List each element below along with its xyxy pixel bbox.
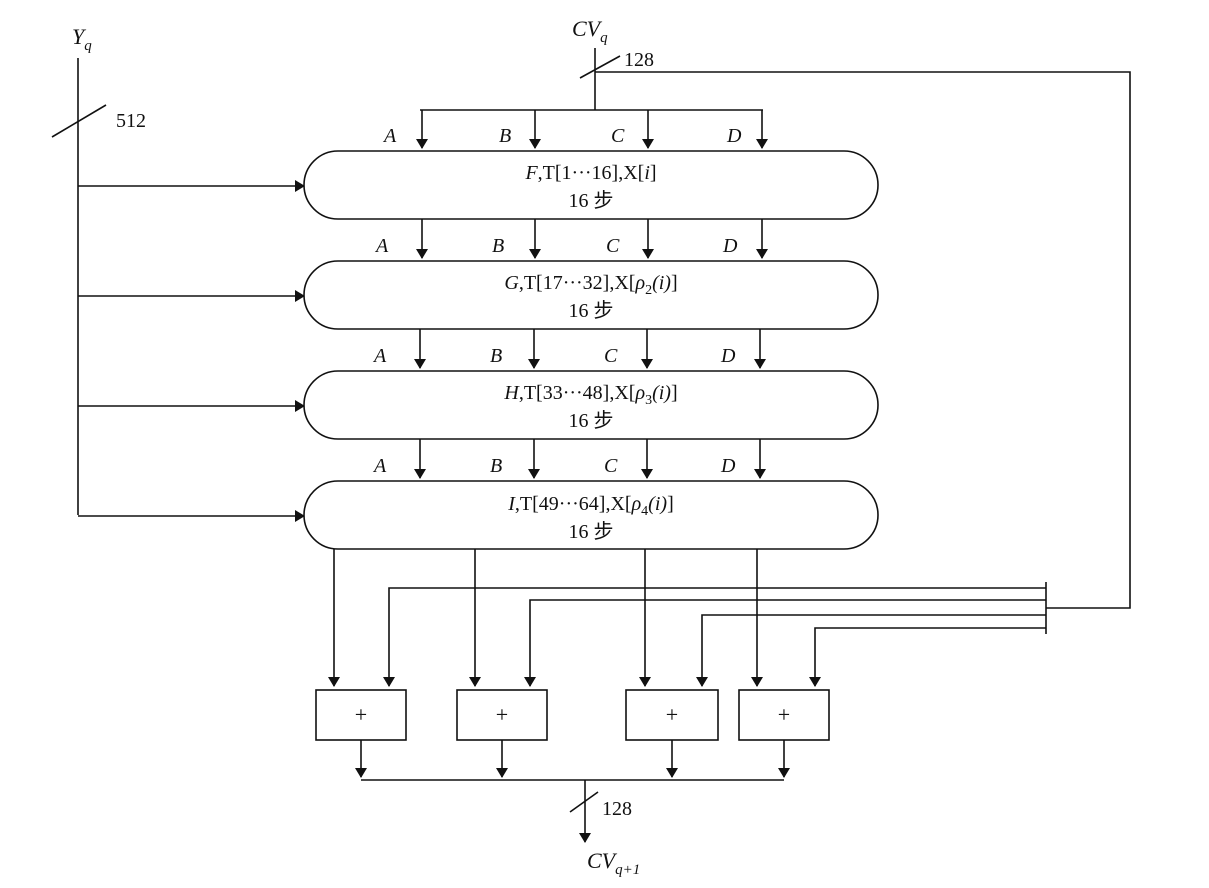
round-4-box [303,480,879,550]
reg-a-label: A [382,125,397,147]
round-4-block: I,T[49···64],X[ρ4(i)] 16 步 [303,480,879,550]
input-yq: Yq 512 [51,24,305,522]
round-1-block: F,T[1···16],X[i] 16 步 [303,150,879,220]
round-3-to-4-arrows [414,439,766,479]
round-1-params: F,T[1···16],X[i] [524,162,656,184]
cv-in-sub: q [600,30,608,46]
register-labels: A B C D A B C D A B C D A B C D [372,125,742,477]
reg-a-label: A [372,345,387,367]
reg-c-label: C [604,455,618,477]
cv-out-bus-slash [569,791,599,813]
round-2-steps: 16 步 [569,299,614,322]
input-bus-slash [51,104,107,138]
adder-1-symbol: + [355,702,367,727]
reg-b-label: B [490,455,502,477]
round-3-params: H,T[33···48],X[ρ3(i)] [503,382,677,408]
adder-output-arrows [355,740,790,781]
cv-in-bits: 128 [624,49,654,71]
svg-text:Yq: Yq [72,24,92,54]
feedforward-lines [383,582,1047,687]
svg-text:CVq: CVq [572,16,608,46]
adder-4-box [738,689,830,741]
cv-in-bus-slash [579,55,621,79]
adder-2-box [456,689,548,741]
input-sub: q [84,38,92,54]
svg-text:CVq+1: CVq+1 [587,848,640,878]
feedback-line [595,71,1131,609]
round-2-to-3-arrows [414,329,766,369]
adder-1: + [315,689,407,741]
reg-c-label: C [606,235,620,257]
reg-b-label: B [490,345,502,367]
round-3-block: H,T[33···48],X[ρ3(i)] 16 步 [303,370,879,440]
round-4-output-arrows [328,549,763,687]
round-1-steps: 16 步 [569,189,614,212]
adder-2-symbol: + [496,702,508,727]
input-label: Y [72,24,87,49]
reg-a-label: A [372,455,387,477]
reg-d-label: D [722,235,738,257]
reg-b-label: B [492,235,504,257]
round-4-steps: 16 步 [569,520,614,543]
adder-4-symbol: + [778,702,790,727]
reg-d-label: D [726,125,742,147]
cv-out-bits: 128 [602,798,632,820]
reg-c-label: C [604,345,618,367]
round-1-to-2-arrows [416,219,768,259]
round-1-box [303,150,879,220]
adder-3: + [625,689,719,741]
adder-2: + [456,689,548,741]
input-bits: 512 [116,110,146,132]
round-2-params: G,T[17···32],X[ρ2(i)] [504,272,677,298]
reg-a-label: A [374,235,389,257]
reg-d-label: D [720,345,736,367]
round-4-params: I,T[49···64],X[ρ4(i)] [507,493,673,519]
adder-4: + [738,689,830,741]
cv-out-label: CV [587,848,618,873]
reg-d-label: D [720,455,736,477]
round-2-block: G,T[17···32],X[ρ2(i)] 16 步 [303,260,879,330]
adder-3-symbol: + [666,702,678,727]
output-cvq1: 128 CVq+1 [569,780,640,878]
cv-out-sub: q+1 [615,862,640,878]
round-3-steps: 16 步 [569,409,614,432]
round-2-box [303,260,879,330]
reg-b-label: B [499,125,511,147]
input-cvq: CVq 128 [416,16,1131,609]
round-3-box [303,370,879,440]
cv-in-label: CV [572,16,603,41]
reg-c-label: C [611,125,625,147]
